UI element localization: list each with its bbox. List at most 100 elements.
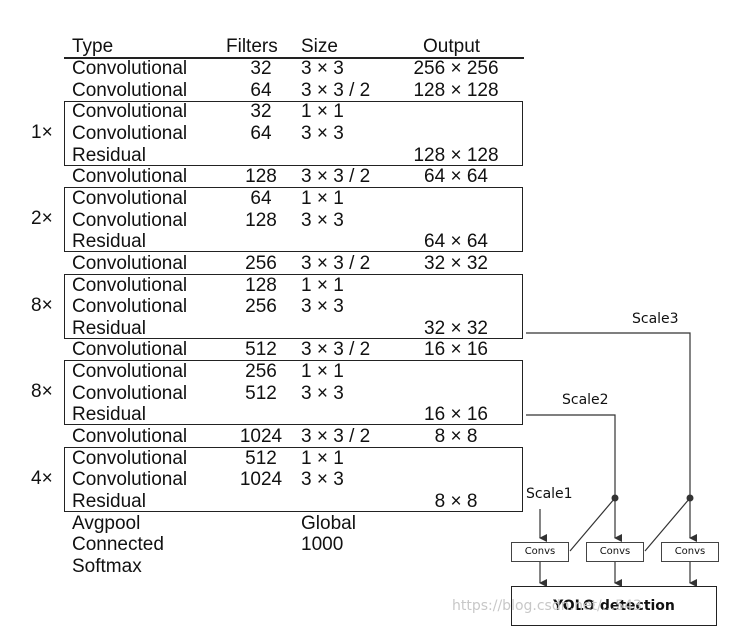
cell-type: Convolutional — [72, 187, 188, 209]
scale3-junction-dot — [686, 494, 694, 502]
cell-filters: 256 — [245, 252, 277, 274]
residual-block-3 — [64, 274, 523, 339]
convs-box-2: Convs — [586, 542, 644, 562]
scale3-label: Scale3 — [632, 311, 679, 327]
cell-type: Convolutional — [72, 58, 188, 79]
multiplier-8x: 8× — [31, 381, 53, 402]
yolo-detection-box: YOLO detection — [511, 586, 717, 626]
cell-type: Residual — [72, 231, 146, 253]
cell-output: 128 × 128 — [413, 144, 499, 166]
cell-type: Convolutional — [72, 166, 188, 188]
cell-size: 3 × 3 / 2 — [301, 166, 371, 188]
cell-output: 256 × 256 — [413, 58, 499, 79]
scale2-label: Scale2 — [562, 392, 609, 408]
cell-type: Avgpool — [72, 512, 141, 534]
cell-output: 32 × 32 — [424, 317, 488, 339]
cell-output: 64 × 64 — [424, 166, 488, 188]
cell-size: 3 × 3 / 2 — [301, 339, 371, 361]
cell-filters: 512 — [245, 339, 277, 361]
cell-type: Residual — [72, 317, 146, 339]
cell-filters: 32 — [250, 58, 272, 79]
cell-filters: 1024 — [239, 426, 283, 448]
cell-type: Convolutional — [72, 101, 188, 123]
cell-filters: 128 — [245, 274, 277, 296]
cell-output: 128 × 128 — [413, 79, 499, 101]
cell-size: 3 × 3 — [301, 58, 344, 79]
convs-box-1: Convs — [511, 542, 569, 562]
convs-box-3: Convs — [661, 542, 719, 562]
residual-block-2 — [64, 187, 523, 252]
scale3-line — [526, 332, 691, 498]
cell-output: 16 × 16 — [424, 339, 488, 361]
cell-output: 32 × 32 — [424, 252, 488, 274]
cell-type: Connected — [72, 534, 164, 556]
residual-block-1 — [64, 101, 523, 166]
cell-filters: 256 — [245, 296, 277, 318]
header-filters: Filters — [226, 36, 278, 57]
multiplier-1x: 1× — [31, 122, 53, 143]
multiplier-2x: 2× — [31, 208, 53, 229]
cell-type: Convolutional — [72, 209, 188, 231]
cell-size: 3 × 3 — [301, 296, 344, 318]
cell-filters: 128 — [245, 166, 277, 188]
cell-type: Convolutional — [72, 339, 188, 361]
header-size: Size — [301, 36, 338, 57]
cell-size: 3 × 3 / 2 — [301, 426, 371, 448]
scale2-branch-line — [569, 497, 616, 552]
cell-size: 1000 — [301, 534, 344, 556]
cell-filters: 32 — [250, 101, 272, 123]
cell-type: Residual — [72, 144, 146, 166]
cell-type: Convolutional — [72, 426, 188, 448]
cell-filters: 128 — [245, 209, 277, 231]
cell-size: 1 × 1 — [301, 361, 344, 383]
header-rule — [64, 57, 524, 59]
cell-type: Convolutional — [72, 469, 188, 491]
cell-filters: 64 — [250, 79, 272, 101]
cell-type: Convolutional — [72, 122, 188, 144]
cell-filters: 64 — [250, 122, 272, 144]
cell-filters: 1024 — [239, 469, 283, 491]
cell-output: 64 × 64 — [424, 231, 488, 253]
cell-size: Global — [301, 512, 356, 534]
cell-size: 1 × 1 — [301, 187, 344, 209]
cell-size: 3 × 3 — [301, 469, 344, 491]
scale2-junction-dot — [611, 494, 619, 502]
cell-filters: 512 — [245, 382, 277, 404]
watermark-text: https://blog.csdn.net/...543 — [452, 598, 642, 614]
cell-size: 3 × 3 / 2 — [301, 79, 371, 101]
cell-size: 3 × 3 — [301, 122, 344, 144]
multiplier-8x: 8× — [31, 295, 53, 316]
cell-size: 1 × 1 — [301, 274, 344, 296]
cell-type: Convolutional — [72, 296, 188, 318]
cell-size: 3 × 3 — [301, 209, 344, 231]
cell-filters: 64 — [250, 187, 272, 209]
cell-type: Convolutional — [72, 361, 188, 383]
cell-type: Softmax — [72, 555, 142, 577]
cell-type: Convolutional — [72, 252, 188, 274]
cell-output: 16 × 16 — [424, 404, 488, 426]
multiplier-4x: 4× — [31, 468, 53, 489]
cell-type: Convolutional — [72, 382, 188, 404]
cell-output: 8 × 8 — [434, 491, 478, 512]
scale1-label: Scale1 — [526, 486, 573, 502]
scale2-line — [526, 414, 616, 498]
cell-size: 1 × 1 — [301, 101, 344, 123]
cell-type: Convolutional — [72, 274, 188, 296]
cell-type: Convolutional — [72, 79, 188, 101]
cell-size: 3 × 3 — [301, 382, 344, 404]
cell-type: Convolutional — [72, 447, 188, 469]
scale3-branch-line — [644, 497, 691, 552]
residual-block-5 — [64, 447, 523, 512]
residual-block-4 — [64, 360, 523, 425]
cell-filters: 512 — [245, 447, 277, 469]
cell-size: 1 × 1 — [301, 447, 344, 469]
cell-type: Residual — [72, 404, 146, 426]
cell-filters: 256 — [245, 361, 277, 383]
header-type: Type — [72, 36, 114, 57]
cell-type: Residual — [72, 491, 146, 512]
cell-size: 3 × 3 / 2 — [301, 252, 371, 274]
cell-output: 8 × 8 — [434, 426, 478, 448]
header-output: Output — [423, 36, 481, 57]
